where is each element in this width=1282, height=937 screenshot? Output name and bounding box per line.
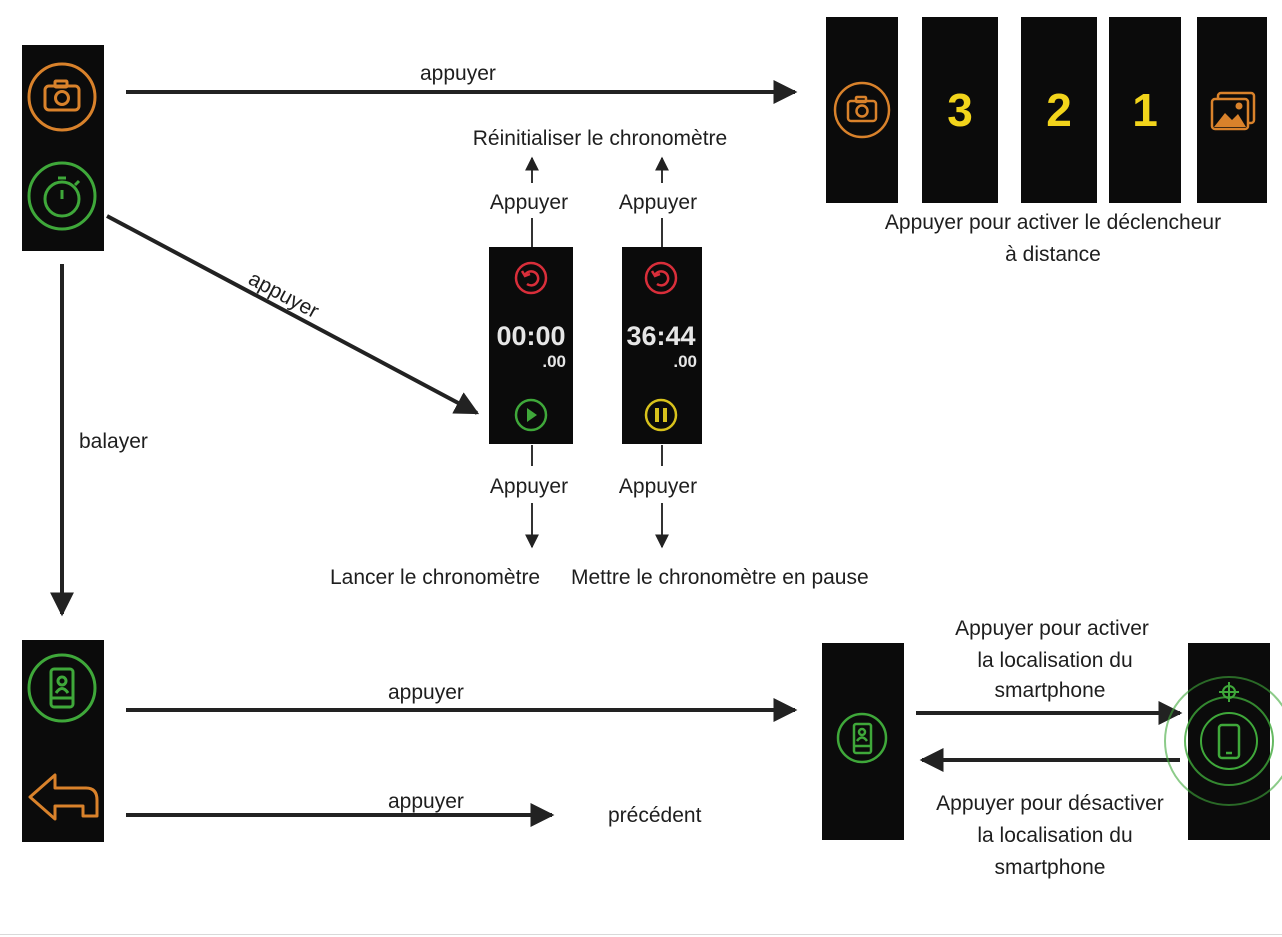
stopwatch-icon[interactable] [27,161,97,231]
find-phone-icon [836,712,888,764]
countdown-two: 2 [1046,84,1072,136]
shutter-screen-countdown-2 [1021,17,1097,203]
shutter-screen-countdown-3 [922,17,998,203]
find-phone-screen-idle [822,643,904,840]
menu-panel-top [22,45,104,251]
find-phone-icon[interactable] [27,653,97,723]
label-swipe: balayer [79,430,148,453]
label-press-top-left: Appuyer [490,191,568,214]
stopwatch-screen-running [622,247,702,444]
stopwatch-running-time: 36:44 [626,321,695,351]
camera-icon [833,81,891,139]
camera-icon[interactable] [27,62,97,132]
play-icon[interactable] [514,398,548,432]
label-previous: précédent [608,804,702,827]
label-press-bottom-left: Appuyer [490,475,568,498]
back-arrow-icon[interactable] [28,773,99,821]
label-tap-camera: appuyer [420,62,496,85]
label-press-top-right: Appuyer [619,191,697,214]
label-activate-find-2: la localisation du [977,649,1132,672]
label-tap-find-phone: appuyer [388,681,464,704]
stopwatch-idle-fraction: .00 [542,352,566,371]
label-remote-shutter-2: à distance [1005,243,1101,266]
shutter-screen-camera [826,17,898,203]
reset-icon[interactable] [644,261,678,295]
label-press-bottom-right: Appuyer [619,475,697,498]
label-activate-find-1: Appuyer pour activer [955,617,1149,640]
gallery-icon [1210,91,1256,131]
arrow-stopwatch-to-screen [106,214,480,415]
crosshair-icon [1219,682,1239,702]
countdown-three: 3 [947,84,973,136]
phone-icon [1217,723,1241,760]
countdown-one: 1 [1132,84,1158,136]
pause-icon[interactable] [644,398,678,432]
bottom-divider [0,934,1282,935]
label-remote-shutter-1: Appuyer pour activer le déclencheur [885,211,1221,234]
shutter-screen-countdown-1 [1109,17,1181,203]
label-activate-find-3: smartphone [995,679,1106,702]
label-start-stopwatch: Lancer le chronomètre [330,566,540,589]
stopwatch-running-fraction: .00 [673,352,697,371]
label-deactivate-find-2: la localisation du [977,824,1132,847]
label-deactivate-find-3: smartphone [995,856,1106,879]
label-reset-stopwatch: Réinitialiser le chronomètre [473,127,727,150]
label-tap-back: appuyer [388,790,464,813]
reset-icon[interactable] [514,261,548,295]
label-deactivate-find-1: Appuyer pour désactiver [936,792,1164,815]
stopwatch-idle-time: 00:00 [496,321,565,351]
label-pause-stopwatch: Mettre le chronomètre en pause [571,566,869,589]
